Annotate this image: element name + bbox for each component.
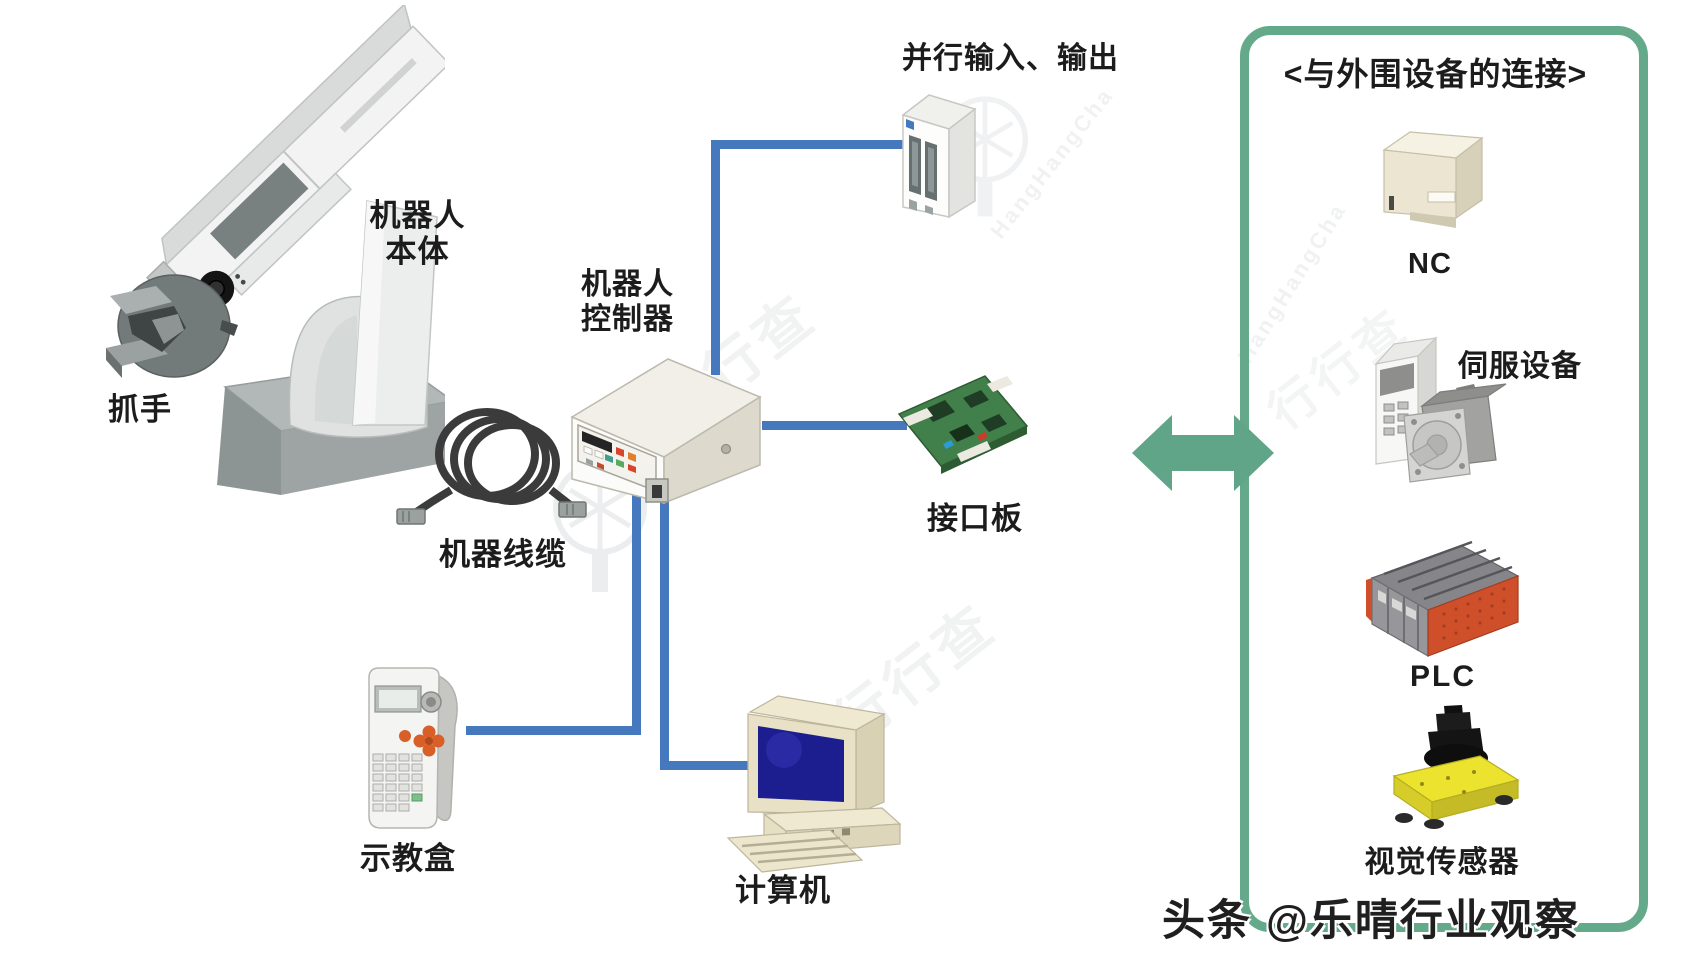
- computer-illustration: [726, 695, 902, 873]
- wire-controller-to-parallel-io-vertical: [711, 140, 720, 375]
- robot-body-label: 机器人 本体: [350, 198, 485, 269]
- vision-sensor-illustration: [1392, 705, 1520, 829]
- wire-controller-to-interface-board: [762, 421, 907, 430]
- interface-board-label: 接口板: [927, 501, 1023, 536]
- controller-label: 机器人 控制器: [565, 268, 690, 337]
- nc-label: NC: [1408, 248, 1452, 280]
- robot-body-label-line1: 机器人: [369, 198, 466, 233]
- gripper-illustration: [106, 274, 238, 378]
- wire-controller-to-computer-horizontal: [660, 761, 752, 770]
- interface-board-illustration: [897, 375, 1029, 474]
- parallel-io-label: 并行输入、输出: [902, 42, 1119, 75]
- teach-pendant-illustration: [368, 667, 458, 829]
- robot-arm-illustration: [146, 5, 445, 495]
- peripheral-panel-title: <与外围设备的连接>: [1283, 56, 1588, 92]
- plc-illustration: [1366, 540, 1520, 658]
- bidirectional-arrow-icon: [1132, 415, 1274, 491]
- wire-controller-to-pendant-horizontal: [466, 726, 641, 735]
- byline-watermark: 头条 @乐晴行业观察: [1162, 897, 1580, 945]
- plc-label: PLC: [1410, 660, 1476, 693]
- wire-controller-to-parallel-io-horizontal: [711, 140, 909, 149]
- cable-label: 机器线缆: [439, 537, 567, 572]
- robot-body-label-line2: 本体: [385, 233, 450, 269]
- nc-illustration: [1382, 131, 1484, 228]
- servo-label: 伺服设备: [1458, 350, 1582, 383]
- gripper-label: 抓手: [108, 392, 172, 427]
- wire-controller-to-computer-vertical: [660, 495, 669, 770]
- robot-controller-illustration: [570, 358, 762, 505]
- controller-label-line1: 机器人: [581, 268, 674, 301]
- pendant-label: 示教盒: [360, 841, 456, 876]
- computer-label: 计算机: [735, 873, 831, 908]
- vision-sensor-label: 视觉传感器: [1364, 846, 1520, 879]
- controller-label-line2: 控制器: [581, 302, 674, 336]
- wire-controller-to-pendant-vertical: [632, 495, 641, 735]
- robot-cable-illustration: [396, 408, 587, 525]
- servo-illustration: [1374, 336, 1507, 483]
- parallel-io-illustration: [901, 94, 977, 219]
